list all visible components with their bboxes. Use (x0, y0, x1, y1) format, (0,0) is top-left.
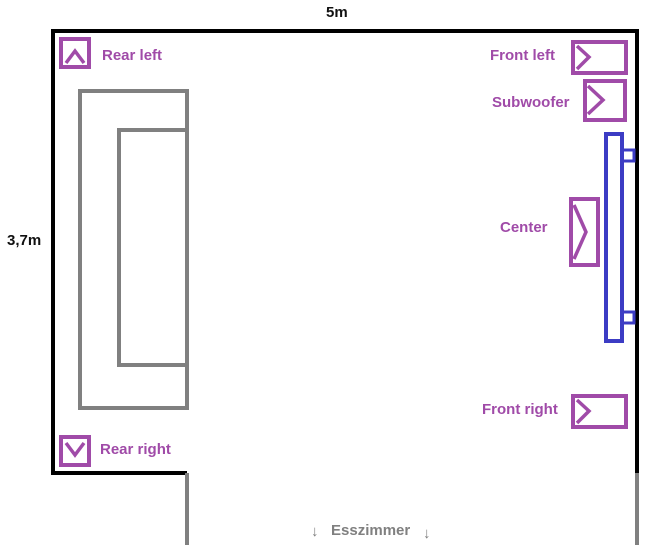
front-right-speaker-icon (571, 394, 628, 429)
center-speaker-icon (569, 197, 600, 267)
front-left-label: Front left (490, 47, 555, 64)
sofa-inner (117, 128, 189, 367)
sofa-outer (78, 89, 189, 410)
room-walls (51, 29, 639, 475)
tv-screen (604, 132, 624, 343)
exit-arrow-right-icon: ↓ (423, 525, 431, 542)
dining-room-label: Esszimmer (331, 522, 411, 539)
tv-mount-top (620, 148, 636, 163)
center-label: Center (500, 219, 548, 236)
rear-right-speaker-icon (59, 435, 91, 467)
exit-arrow-left-icon: ↓ (311, 523, 319, 540)
rear-right-label: Rear right (100, 441, 171, 458)
width-dimension-label: 5m (326, 4, 348, 21)
depth-dimension-label: 3,7m (7, 232, 42, 249)
front-right-label: Front right (482, 401, 558, 418)
front-left-speaker-icon (571, 40, 628, 75)
subwoofer-speaker-icon (583, 79, 627, 122)
rear-left-speaker-icon (59, 37, 91, 69)
rear-left-label: Rear left (102, 47, 163, 64)
subwoofer-label: Subwoofer (492, 94, 570, 111)
tv-mount-bottom (620, 310, 636, 325)
